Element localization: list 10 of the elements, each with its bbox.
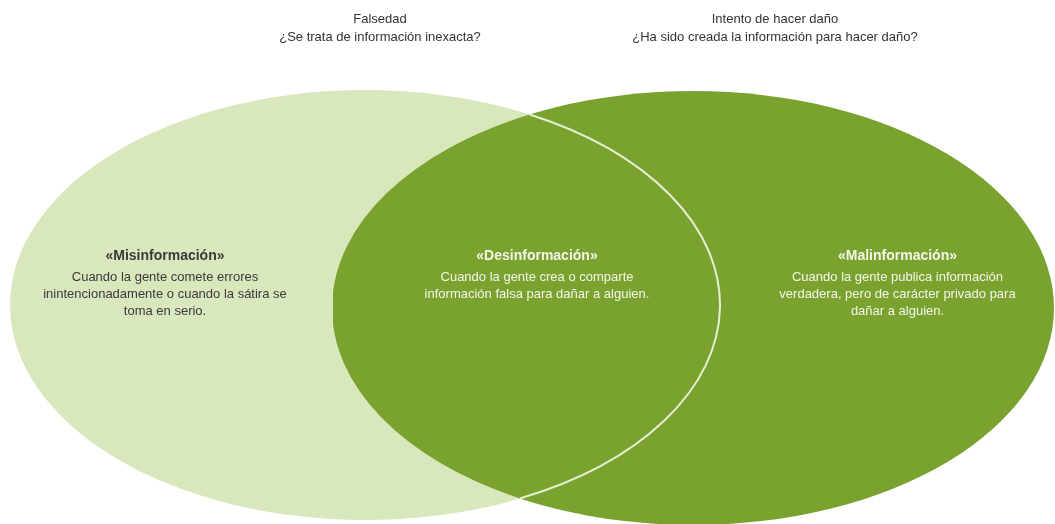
term-title: «Desinformación»: [475, 247, 599, 264]
term-title: «Misinformación»: [104, 247, 226, 264]
definition-text: Cuando la gente comete errores inintencionadamente o cuando la sátira se toma en serio.: [42, 268, 288, 319]
term-title: «Malinformación»: [837, 247, 958, 264]
definition-text: Cuando la gente crea o comparte información falsa para dañar a alguien.: [423, 268, 651, 302]
definition-text: Cuando la gente publica información verdadera, pero de carácter privado para dañar a alguien.: [778, 268, 1017, 319]
group-question: ¿Se trata de información inexacta?: [278, 28, 482, 46]
group-question: ¿Ha sido creada la información para hacer daño?: [631, 28, 919, 46]
group-heading: Intento de hacer daño: [710, 10, 840, 28]
group-heading: Falsedad: [352, 10, 408, 28]
